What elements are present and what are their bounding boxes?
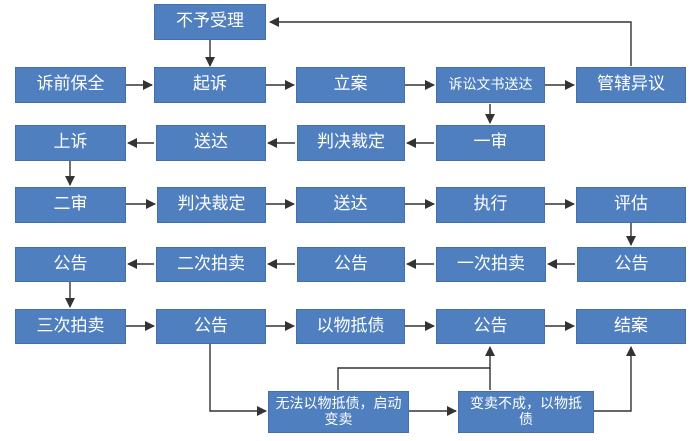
edge-wufa-to-gonggao5 [337, 346, 495, 390]
node-songda-2: 送达 [296, 187, 405, 223]
node-songda-1: 送达 [156, 125, 266, 161]
edge-biangmai-to-jiean [594, 346, 636, 412]
node-susong-wenshu-songda: 诉讼文书送达 [436, 67, 545, 103]
edge-gonggao4-to-wufa [209, 344, 267, 416]
node-buyu-shouli: 不予受理 [154, 4, 266, 40]
node-gonggao-4: 公告 [156, 309, 266, 344]
node-wufa-yiwu-dizhai: 无法以物抵债，启动变卖 [268, 391, 409, 433]
node-erci-paimai: 二次拍卖 [156, 247, 266, 282]
node-jiean: 结案 [576, 309, 686, 344]
node-yishen: 一审 [436, 125, 545, 161]
edge-guanxia-to-buyu [269, 17, 632, 66]
node-lian: 立案 [296, 67, 405, 103]
node-guanxia-yiyi: 管辖异议 [576, 67, 686, 103]
node-biangmai-buchneg: 变卖不成，以物抵债 [458, 391, 594, 433]
node-gonggao-3: 公告 [15, 247, 126, 282]
node-shangsu: 上诉 [15, 125, 126, 161]
node-yiwu-dizhai: 以物抵债 [296, 309, 405, 344]
node-sanci-paimai: 三次拍卖 [15, 309, 126, 344]
node-ershen: 二审 [15, 187, 126, 223]
node-pinggu: 评估 [576, 187, 686, 223]
node-suqian-baoquan: 诉前保全 [15, 67, 126, 103]
node-yici-paimai: 一次拍卖 [436, 247, 546, 282]
node-zhixing: 执行 [436, 187, 545, 223]
node-panjue-caiding-2: 判决裁定 [157, 187, 266, 223]
node-panjue-caiding-1: 判决裁定 [297, 125, 405, 161]
node-gonggao-5: 公告 [436, 309, 545, 344]
node-gonggao-1: 公告 [577, 247, 686, 282]
node-qisu: 起诉 [154, 67, 266, 103]
node-gonggao-2: 公告 [297, 247, 405, 282]
